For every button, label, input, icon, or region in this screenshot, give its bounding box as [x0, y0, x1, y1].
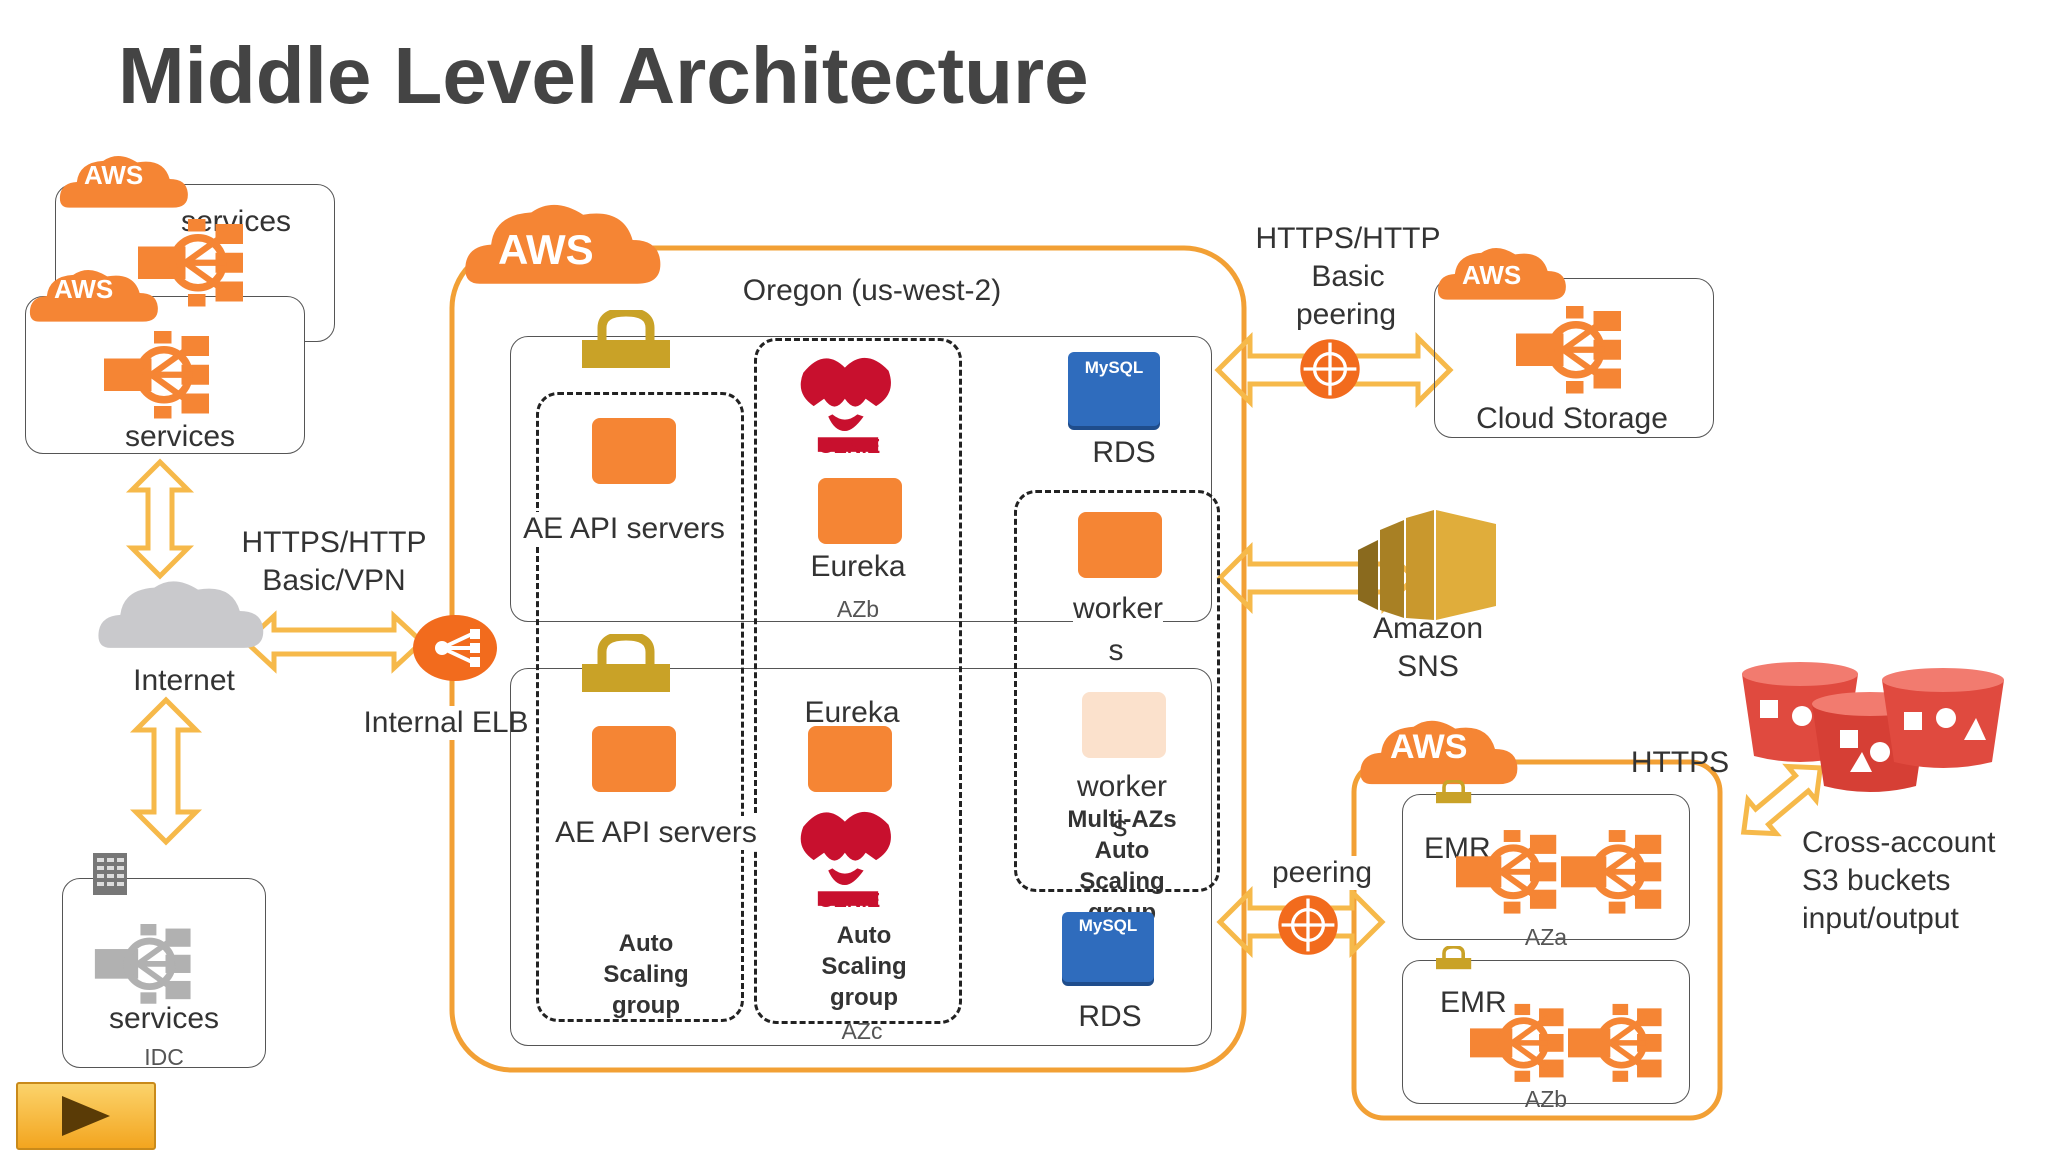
- vpn-label-2: Basic/VPN: [262, 564, 406, 597]
- worker-server-bottom[interactable]: [1082, 692, 1166, 758]
- asg-left-label-1: Auto: [618, 930, 674, 957]
- s3-bucket-icon[interactable]: [1740, 660, 2010, 800]
- emr-label-2: EMR: [1440, 986, 1507, 1019]
- arrow-services-internet: [125, 458, 195, 580]
- vpn-label-1: HTTPS/HTTP: [241, 526, 427, 559]
- play-icon: [62, 1096, 110, 1136]
- services-mid-label: services: [124, 420, 236, 453]
- eureka-bottom-label: Eureka: [804, 696, 900, 730]
- ae-api-server-top[interactable]: [592, 418, 676, 484]
- workers-top-label-2: s: [1108, 634, 1124, 667]
- idc-services-label: services: [108, 1002, 220, 1035]
- subnet-bottom: [510, 668, 1212, 1046]
- emr-subnet-a: [1402, 794, 1690, 940]
- internet-cloud-icon: [98, 581, 264, 648]
- workers-top-label-1: worker: [1072, 592, 1164, 626]
- emr-subnet-b: [1402, 960, 1690, 1104]
- arrow-emr-s3: [1740, 763, 1824, 837]
- s3-label-3: input/output: [1802, 902, 1959, 935]
- azc-label: AZc: [841, 1018, 883, 1044]
- asg-middle: [754, 338, 962, 1024]
- genie-label: GENIE: [818, 436, 881, 458]
- aws-badge: AWS: [1462, 260, 1522, 290]
- mysql-icon[interactable]: MySQL: [1062, 912, 1154, 982]
- asg-right-label-1: Multi-AZs: [1067, 806, 1177, 833]
- mysql-label-2: MySQL: [1078, 916, 1138, 935]
- arrow-peering-emr: [1216, 885, 1386, 959]
- ae-api-server-bottom[interactable]: [592, 726, 676, 792]
- aws-badge: AWS: [84, 160, 144, 190]
- sns-label-2: SNS: [1397, 650, 1459, 683]
- cloud-storage-label: Cloud Storage: [1476, 402, 1668, 435]
- peer-label-1: HTTPS/HTTP: [1255, 222, 1441, 255]
- rds-bottom-label: RDS: [1078, 1000, 1142, 1033]
- peering-label: peering: [1271, 856, 1373, 890]
- aza-label: AZa: [1524, 924, 1568, 950]
- service-hub-icon: [1470, 1000, 1666, 1088]
- vpc-peering-icon[interactable]: [1274, 892, 1342, 958]
- ae-api-bottom-label: AE API servers: [555, 816, 757, 850]
- cloud-storage-box: [1434, 278, 1714, 438]
- arrow-internet-idc: [129, 696, 203, 846]
- asg-mid-label-2: Scaling: [821, 953, 907, 980]
- rds-top-label: RDS: [1092, 436, 1156, 469]
- arrow-peering-storage: [1214, 331, 1454, 409]
- aws-badge: AWS: [498, 226, 594, 273]
- elb-label: Internal ELB: [363, 706, 529, 740]
- eureka-server-bottom[interactable]: [808, 726, 892, 792]
- asg-right-label-2: Auto: [1094, 837, 1150, 864]
- arrow-internet-elb: [242, 610, 426, 674]
- service-hub-icon: [104, 330, 214, 422]
- aws-badge: AWS: [1390, 728, 1468, 766]
- service-hub-icon: [90, 924, 200, 1006]
- azb-emr-label: AZb: [1524, 1086, 1568, 1112]
- mysql-label: MySQL: [1084, 358, 1144, 377]
- idc-box: [62, 878, 266, 1068]
- asg-mid-label-3: group: [830, 984, 898, 1011]
- lock-icon: [582, 310, 670, 370]
- sns-label-1: Amazon: [1372, 612, 1484, 645]
- peer-label-2: Basic: [1311, 260, 1385, 293]
- asg-right: [1014, 490, 1220, 892]
- vpc-peering-icon[interactable]: [1296, 336, 1364, 402]
- aws-badge: AWS: [54, 274, 114, 304]
- azb-label: AZb: [836, 596, 880, 622]
- play-button[interactable]: [16, 1082, 156, 1150]
- workers-bottom-label-2: s: [1112, 810, 1128, 843]
- eureka-server-top[interactable]: [818, 478, 902, 544]
- service-hub-icon: [1456, 826, 1666, 920]
- lock-icon: [1436, 780, 1472, 804]
- s3-label-1: Cross-account: [1802, 826, 1996, 859]
- asg-left-label-3: group: [612, 992, 680, 1019]
- asg-left-label-2: Scaling: [603, 961, 689, 988]
- peer-label-3: peering: [1295, 298, 1397, 331]
- genie-label-2: GENIE: [818, 890, 881, 912]
- subnet-top: [510, 336, 1212, 622]
- internet-label: Internet: [133, 664, 235, 697]
- workers-bottom-label-1: worker: [1076, 770, 1168, 803]
- s3-label-2: S3 buckets: [1802, 864, 1951, 897]
- asg-right-label-3: Scaling: [1079, 868, 1165, 895]
- eureka-top-label: Eureka: [810, 550, 906, 583]
- service-hub-icon: [1516, 306, 1626, 396]
- https-label: HTTPS: [1630, 746, 1730, 779]
- asg-left: [536, 392, 744, 1022]
- page-title: Middle Level Architecture: [118, 31, 1089, 120]
- ae-api-top-label: AE API servers: [523, 512, 725, 546]
- sns-icon[interactable]: [1358, 510, 1498, 620]
- mysql-icon[interactable]: MySQL: [1068, 352, 1160, 426]
- lock-icon: [1436, 946, 1472, 970]
- region-label: Oregon (us-west-2): [742, 274, 1002, 307]
- worker-server-top[interactable]: [1078, 512, 1162, 578]
- asg-mid-label-1: Auto: [836, 922, 892, 949]
- elb-icon[interactable]: [412, 614, 498, 682]
- server-icon: [93, 853, 127, 895]
- idc-label: IDC: [144, 1044, 184, 1070]
